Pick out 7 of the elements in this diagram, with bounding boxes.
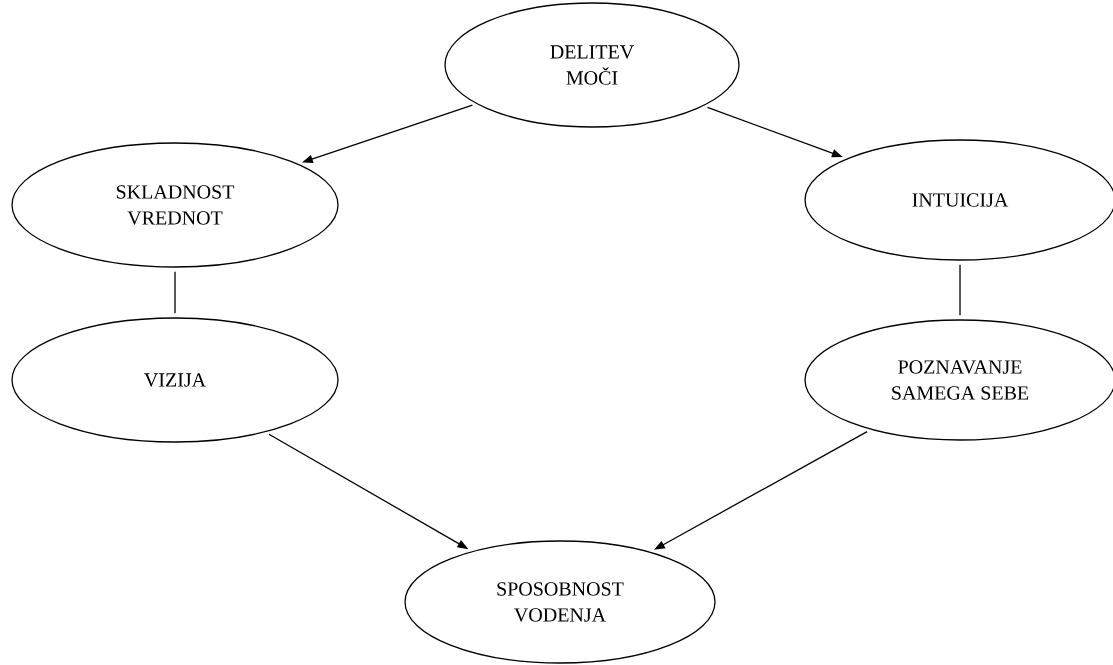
ellipse-node: DELITEV MOČI <box>444 2 740 128</box>
ellipse-node: SKLADNOST VREDNOT <box>11 142 339 268</box>
arrow <box>654 430 868 550</box>
ellipse-node: SPOSOBNOST VODENJA <box>404 540 716 664</box>
ellipse-node: VIZIJA <box>11 317 339 443</box>
connector-line <box>174 271 176 314</box>
connector-line <box>959 264 961 316</box>
